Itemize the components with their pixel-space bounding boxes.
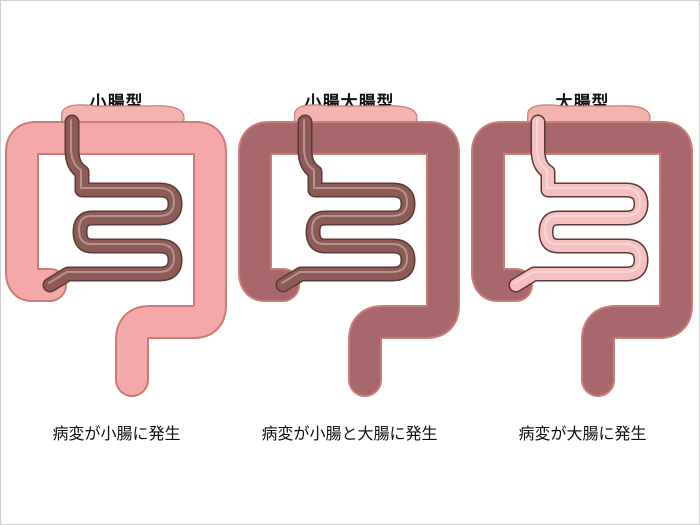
panel-small-and-large-intestine-type: 小腸大腸型 病変が小腸と大腸に発生 [233,0,466,525]
small-intestine-shape [277,116,414,291]
large-intestine-shape [7,123,225,395]
large-intestine-shape [240,123,458,395]
small-intestine-shape [44,116,181,291]
intestine-diagram [5,104,227,397]
panel-caption: 病変が小腸と大腸に発生 [261,424,438,443]
intestine-diagram [238,104,460,397]
small-intestine-highlight [281,119,408,284]
intestines-group [5,104,227,397]
small-intestine-highlight [48,119,175,284]
intestines-group [238,104,460,397]
intestines-group [471,104,693,397]
intestine-diagram [471,104,693,397]
small-intestine-highlight [514,119,641,284]
panel-caption: 病変が小腸に発生 [52,424,181,443]
panel-large-intestine-type: 大腸型 病変が大腸に発生 [466,0,699,525]
large-intestine-shape [473,123,691,395]
panel-small-intestine-type: 小腸型 病変が小腸に発生 [0,0,233,525]
small-intestine-shape [510,116,647,291]
panel-caption: 病変が大腸に発生 [518,424,647,443]
